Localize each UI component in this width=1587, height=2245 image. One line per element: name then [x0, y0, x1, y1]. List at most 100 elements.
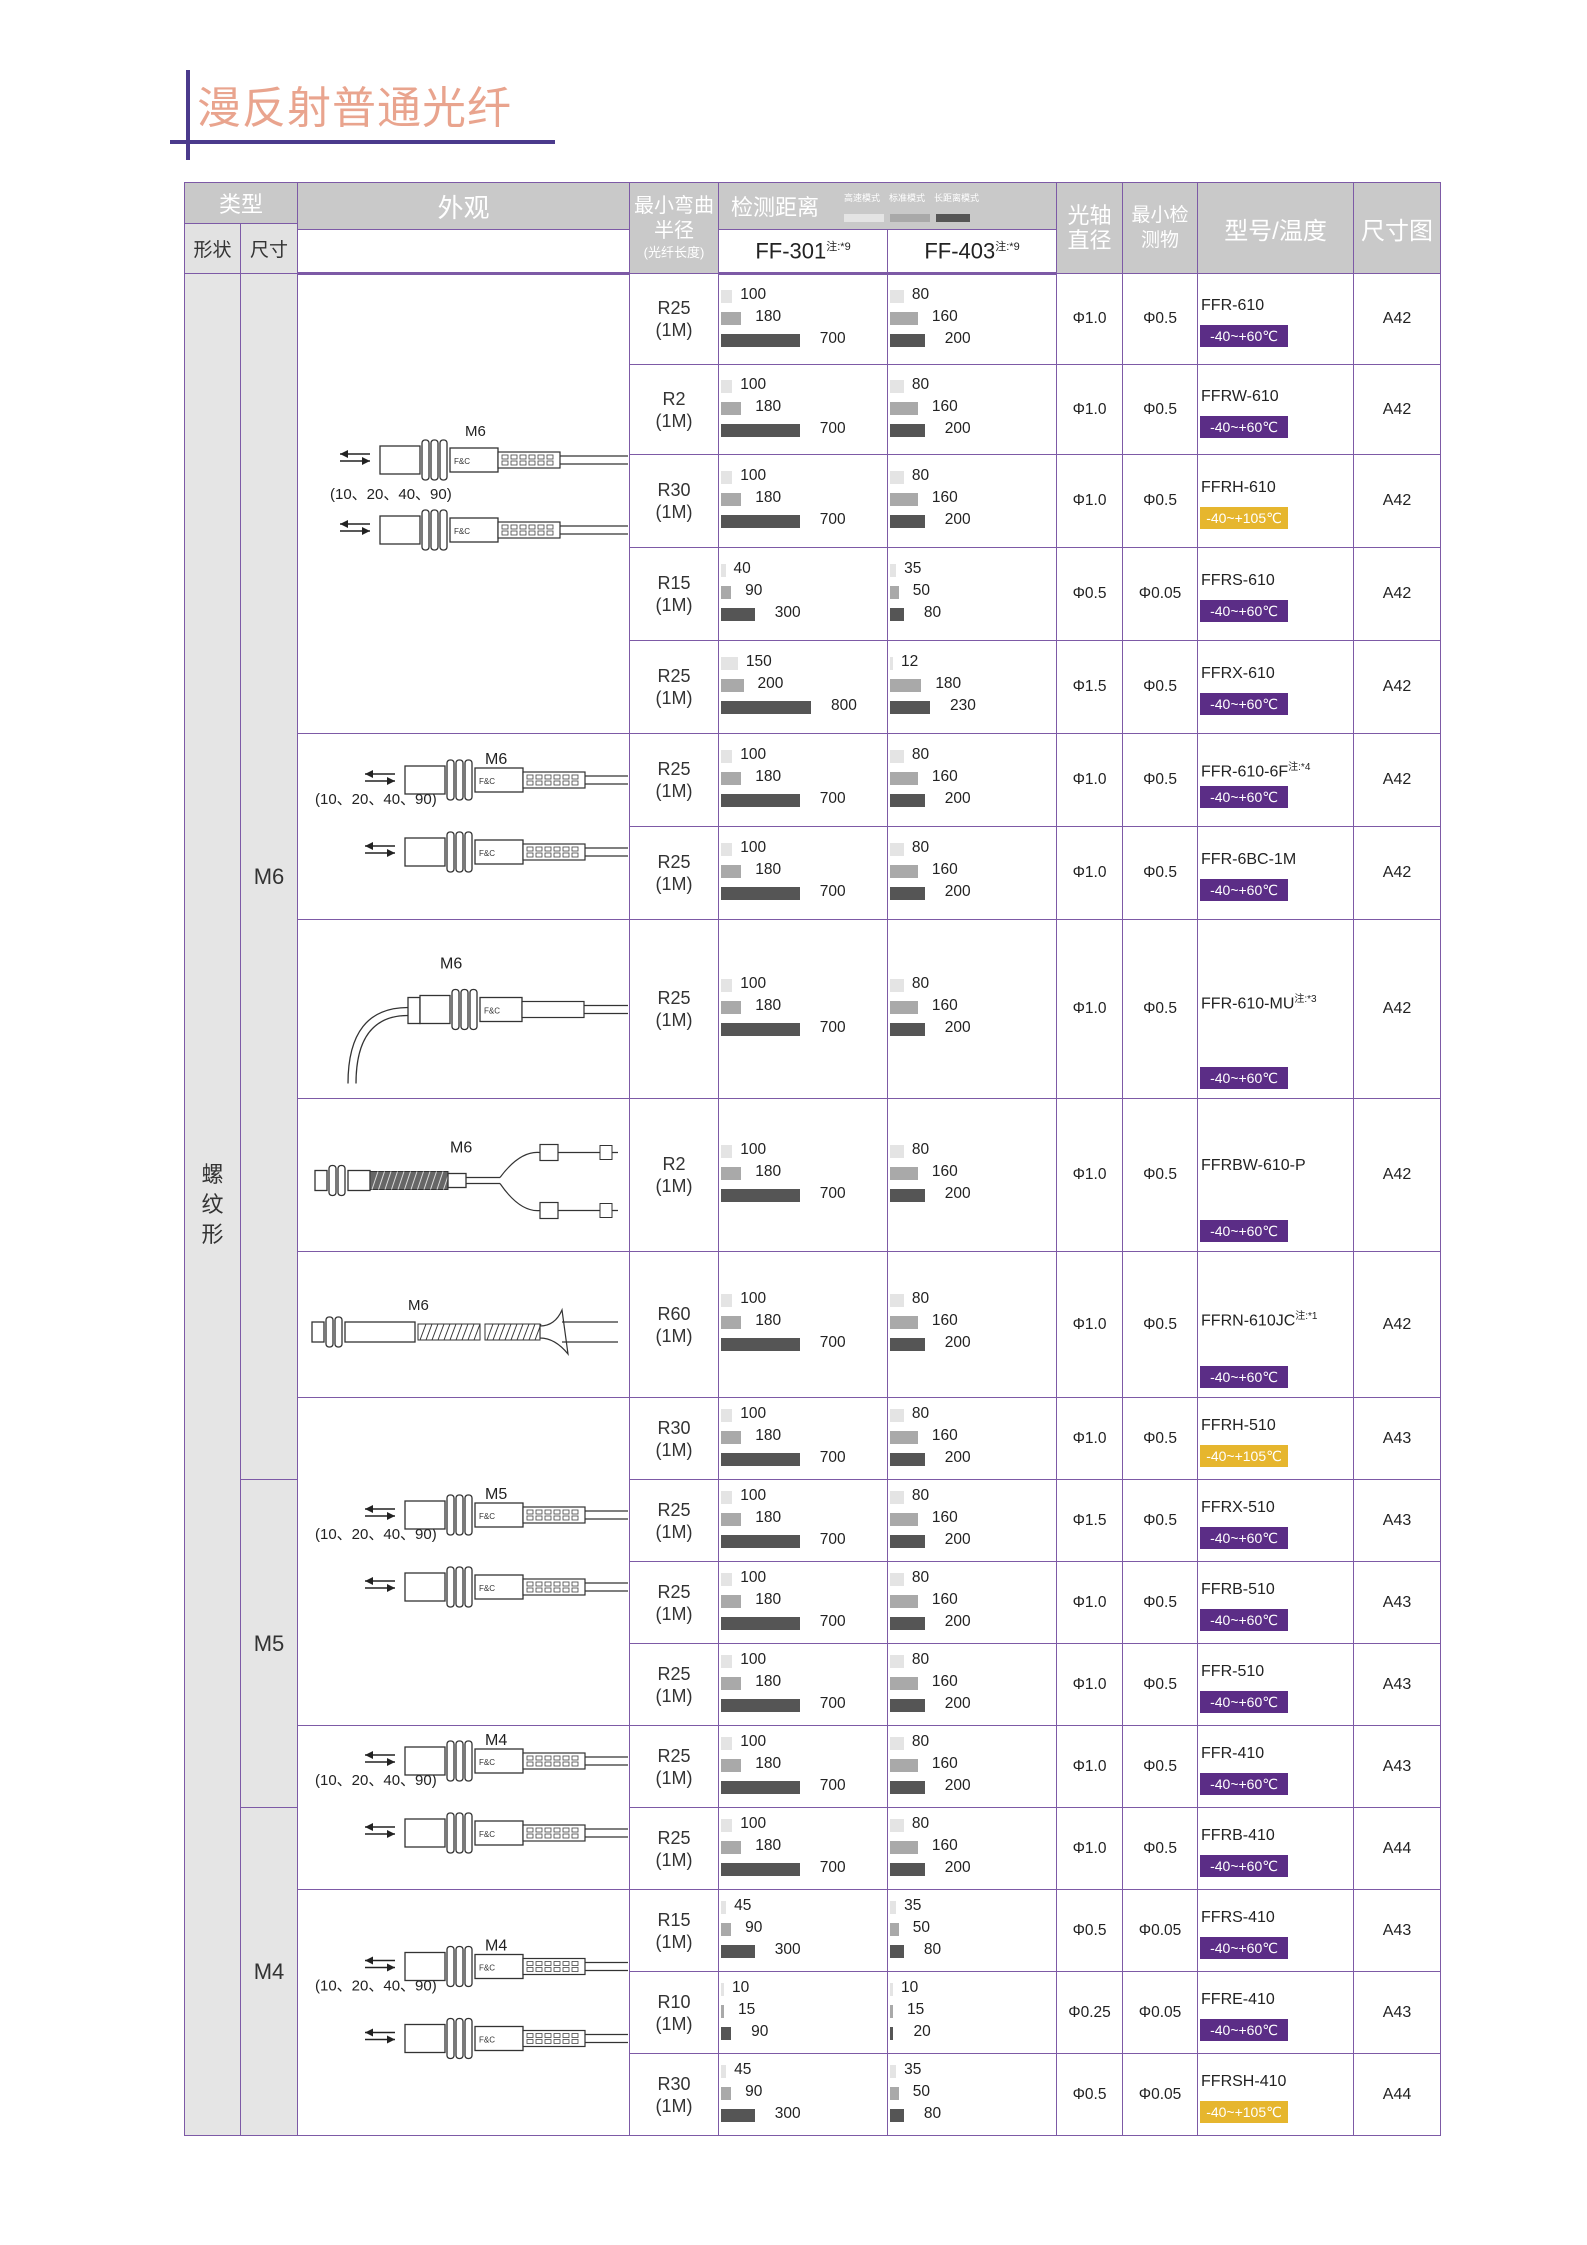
header-distance: 检测距离 高速模式标准模式长距离模式: [718, 182, 1058, 230]
distance-label: 80: [923, 2104, 942, 2122]
distance-bar: [890, 1900, 897, 1914]
distance-bar: [721, 1512, 742, 1526]
distance-label: 15: [738, 2000, 756, 2018]
distance-label: 160: [931, 1590, 958, 1608]
distance-label: 700: [819, 1694, 846, 1712]
distance-bar: [721, 2086, 732, 2100]
distance-label: 100: [740, 974, 767, 992]
distance-bar: [721, 1408, 733, 1422]
distance-label: 80: [911, 974, 930, 992]
model-name: FFRX-510: [1201, 1498, 1275, 1516]
spec-table: 类型 外观 最小弯曲半径 (光纤长度) 检测距离 高速模式标准模式长距离模式 光…: [183, 182, 1442, 2136]
axis-diameter-cell: Φ1.0: [1056, 1251, 1124, 1398]
distance-label: 200: [944, 1530, 971, 1548]
distance-label: 100: [740, 1290, 767, 1307]
distance-bar: [890, 1338, 925, 1351]
distance-bar: [721, 1316, 742, 1329]
bend-radius-cell: R25(1M): [629, 733, 720, 827]
header-appearance: 外观: [297, 182, 631, 230]
distance-bar: [721, 1000, 742, 1014]
distance-bar: [890, 1534, 925, 1548]
title-underline: [170, 140, 555, 144]
axis-diameter-cell: Φ1.0: [1056, 1643, 1124, 1726]
min-object-cell: Φ0.5: [1122, 826, 1199, 920]
model-name: FFR-510: [1201, 1662, 1265, 1680]
distance-bar: [890, 2004, 894, 2018]
distance-label: 700: [819, 883, 846, 900]
dimension-cell: A42: [1353, 1098, 1442, 1252]
header-appearance-cont: [297, 229, 631, 275]
temperature-badge: -40~+105℃: [1200, 2100, 1289, 2123]
bend-radius-cell: R10(1M): [629, 1971, 720, 2054]
distance-label: 35: [904, 2060, 922, 2078]
distance-bar: [890, 865, 918, 878]
min-object-cell: Φ0.5: [1122, 1807, 1199, 1890]
bend-radius-cell: R25(1M): [629, 1643, 720, 1726]
dimension-cell: A42: [1353, 826, 1442, 920]
min-object-cell: Φ0.5: [1122, 1479, 1199, 1562]
distance-bar: [890, 1452, 925, 1466]
min-object-cell: Φ0.05: [1122, 547, 1199, 641]
distance-bar: [721, 887, 800, 900]
svg-text:M6: M6: [408, 1297, 429, 1314]
distance-label: 300: [774, 2104, 801, 2122]
model-name: FFRS-610: [1201, 572, 1275, 589]
distance-bar: [721, 423, 800, 437]
header-model: 型号/温度: [1197, 182, 1355, 274]
distance-label: 200: [944, 329, 971, 347]
distance-bar: [890, 1144, 904, 1158]
distance-bar: [721, 1922, 732, 1936]
distance-label: 40: [733, 560, 751, 577]
distance-label: 180: [755, 307, 782, 325]
distance-bar: [890, 379, 904, 393]
axis-diameter-cell: Φ1.0: [1056, 1725, 1124, 1808]
svg-text:M6: M6: [485, 751, 507, 768]
fiber-diagram-m6-branched: M6: [313, 1140, 618, 1220]
distance-label: 10: [901, 1978, 919, 1996]
distance-bar: [721, 401, 742, 415]
distance-label: 35: [904, 560, 922, 577]
temperature-badge: -40~+60℃: [1200, 1854, 1289, 1877]
distance-label: 150: [745, 653, 772, 670]
dimension-cell: A43: [1353, 1561, 1442, 1644]
header-min-object: 最小检测物: [1122, 182, 1199, 274]
distance-label: 200: [944, 1184, 971, 1202]
min-object-cell: Φ0.5: [1122, 273, 1199, 365]
distance-bar: [721, 1430, 742, 1444]
distance-bar: [721, 1862, 800, 1876]
model-name: FFR-610: [1201, 296, 1265, 314]
distance-bar: [890, 2026, 894, 2040]
distance-bar: [721, 1572, 733, 1586]
distance-bar: [721, 311, 742, 325]
distance-label: 700: [819, 1612, 846, 1630]
distance-bar: [890, 608, 904, 621]
distance-bar: [721, 1698, 800, 1712]
distance-bar: [890, 1780, 925, 1794]
model-cell: FFRX-510-40~+60℃: [1197, 1479, 1355, 1562]
distance-label: 100: [740, 1486, 767, 1504]
distance-bar: [721, 2064, 727, 2078]
header-bend: 最小弯曲半径 (光纤长度): [629, 182, 720, 274]
temperature-badge: -40~+60℃: [1200, 324, 1289, 347]
bend-radius-cell: R25(1M): [629, 640, 720, 734]
model-name: FFRS-410: [1201, 1908, 1275, 1926]
axis-diameter-cell: Φ1.0: [1056, 1807, 1124, 1890]
distance-label: 80: [911, 375, 930, 393]
distance-bar: [721, 608, 755, 621]
bend-radius-cell: R25(1M): [629, 1561, 720, 1644]
header-dimension: 尺寸图: [1353, 182, 1442, 274]
distance-label: 80: [911, 1140, 930, 1158]
distance-bar: [890, 423, 925, 437]
model-name: FFR-6BC-1M: [1201, 851, 1297, 868]
title-accent-bar: [186, 70, 190, 160]
distance-bar: [890, 333, 925, 347]
min-object-cell: Φ0.05: [1122, 1889, 1199, 1972]
